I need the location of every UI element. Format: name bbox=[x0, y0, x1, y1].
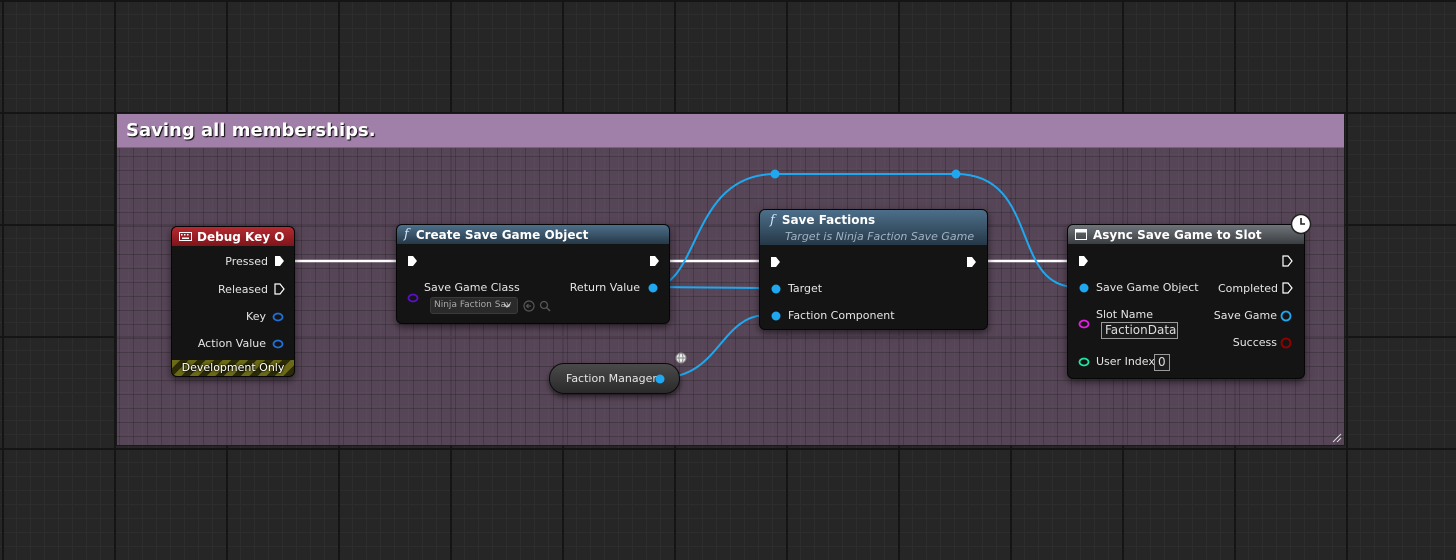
node-title: Save Factions bbox=[781, 213, 876, 227]
resize-grip-icon[interactable] bbox=[1332, 433, 1342, 443]
pin-label-released: Released bbox=[218, 283, 268, 296]
node-subtitle: Target is Ninja Faction Save Game bbox=[785, 229, 975, 243]
exec-pin-out[interactable] bbox=[649, 255, 660, 267]
class-dropdown[interactable]: Ninja Faction Sav bbox=[430, 297, 518, 314]
debug-key-node[interactable]: Debug Key O Pressed Released Key Action … bbox=[171, 226, 295, 377]
save-slot-icon bbox=[1075, 229, 1087, 240]
pin-label-return-value: Return Value bbox=[569, 281, 640, 294]
pin-label-completed: Completed bbox=[1218, 282, 1278, 295]
node-title: Create Save Game Object bbox=[415, 227, 589, 242]
object-pin-save-game[interactable] bbox=[1280, 310, 1292, 322]
browse-search-icon[interactable] bbox=[539, 300, 551, 312]
struct-pin-action-value[interactable] bbox=[272, 339, 284, 349]
save-factions-node[interactable]: f Save Factions Target is Ninja Faction … bbox=[759, 209, 988, 330]
node-title: Debug Key O bbox=[197, 229, 285, 244]
function-icon: f bbox=[770, 212, 775, 228]
user-index-input[interactable]: 0 bbox=[1154, 354, 1170, 371]
object-pin-faction-component[interactable] bbox=[770, 310, 782, 322]
exec-pin-in[interactable] bbox=[1078, 255, 1089, 267]
class-pin-save-game-class[interactable] bbox=[407, 293, 419, 303]
async-save-header[interactable]: Async Save Game to Slot bbox=[1068, 225, 1304, 244]
debug-key-header[interactable]: Debug Key O bbox=[172, 227, 294, 246]
create-save-header[interactable]: f Create Save Game Object bbox=[397, 225, 669, 244]
pin-label-target: Target bbox=[788, 282, 823, 295]
pin-label-success: Success bbox=[1232, 336, 1277, 349]
development-only-banner: Development Only bbox=[172, 360, 294, 376]
function-icon: f bbox=[404, 227, 409, 242]
variable-label: Faction Manager bbox=[566, 372, 657, 385]
node-title: Async Save Game to Slot bbox=[1093, 227, 1262, 242]
slot-name-input[interactable]: FactionData bbox=[1101, 322, 1178, 339]
pin-label-save-game-object: Save Game Object bbox=[1096, 281, 1199, 294]
object-pin-save-game-object[interactable] bbox=[1078, 282, 1090, 294]
save-factions-header[interactable]: f Save Factions Target is Ninja Faction … bbox=[760, 210, 987, 245]
faction-manager-node[interactable]: Faction Manager bbox=[549, 352, 687, 394]
pin-label-save-game: Save Game bbox=[1213, 309, 1277, 322]
exec-pin-released[interactable] bbox=[274, 283, 285, 295]
bool-pin-success[interactable] bbox=[1280, 337, 1292, 349]
pin-label-faction-component: Faction Component bbox=[788, 309, 895, 322]
async-save-game-to-slot-node[interactable]: Async Save Game to Slot Save Game Object… bbox=[1067, 213, 1312, 379]
keyboard-icon bbox=[179, 232, 192, 241]
exec-pin-out[interactable] bbox=[966, 256, 977, 268]
chevron-down-icon bbox=[503, 303, 511, 308]
clock-icon bbox=[1290, 213, 1312, 235]
object-pin-return-value[interactable] bbox=[647, 282, 659, 294]
create-save-game-object-node[interactable]: f Create Save Game Object Save Game Clas… bbox=[396, 224, 670, 324]
exec-pin-in[interactable] bbox=[770, 256, 781, 268]
pin-label-key: Key bbox=[246, 310, 266, 323]
globe-icon bbox=[675, 352, 687, 364]
int-pin-user-index[interactable] bbox=[1078, 357, 1090, 367]
object-pin-target[interactable] bbox=[770, 283, 782, 295]
object-pin-faction-manager[interactable] bbox=[654, 373, 666, 385]
comment-title[interactable]: Saving all memberships. bbox=[117, 114, 1344, 148]
use-selected-icon[interactable] bbox=[523, 300, 535, 312]
pin-label-action-value: Action Value bbox=[197, 337, 266, 350]
string-pin-slot-name[interactable] bbox=[1078, 319, 1090, 329]
pin-label-slot-name: Slot Name bbox=[1096, 308, 1154, 321]
exec-pin-completed[interactable] bbox=[1282, 282, 1293, 294]
exec-pin-in[interactable] bbox=[407, 255, 418, 267]
pin-label-pressed: Pressed bbox=[225, 255, 268, 268]
class-dropdown-value: Ninja Faction Sav bbox=[434, 300, 512, 310]
pin-label-save-game-class: Save Game Class bbox=[424, 281, 520, 294]
struct-pin-key[interactable] bbox=[272, 312, 284, 322]
pin-label-user-index: User Index bbox=[1096, 355, 1155, 368]
exec-pin-out[interactable] bbox=[1282, 255, 1293, 267]
exec-pin-pressed[interactable] bbox=[274, 255, 285, 267]
